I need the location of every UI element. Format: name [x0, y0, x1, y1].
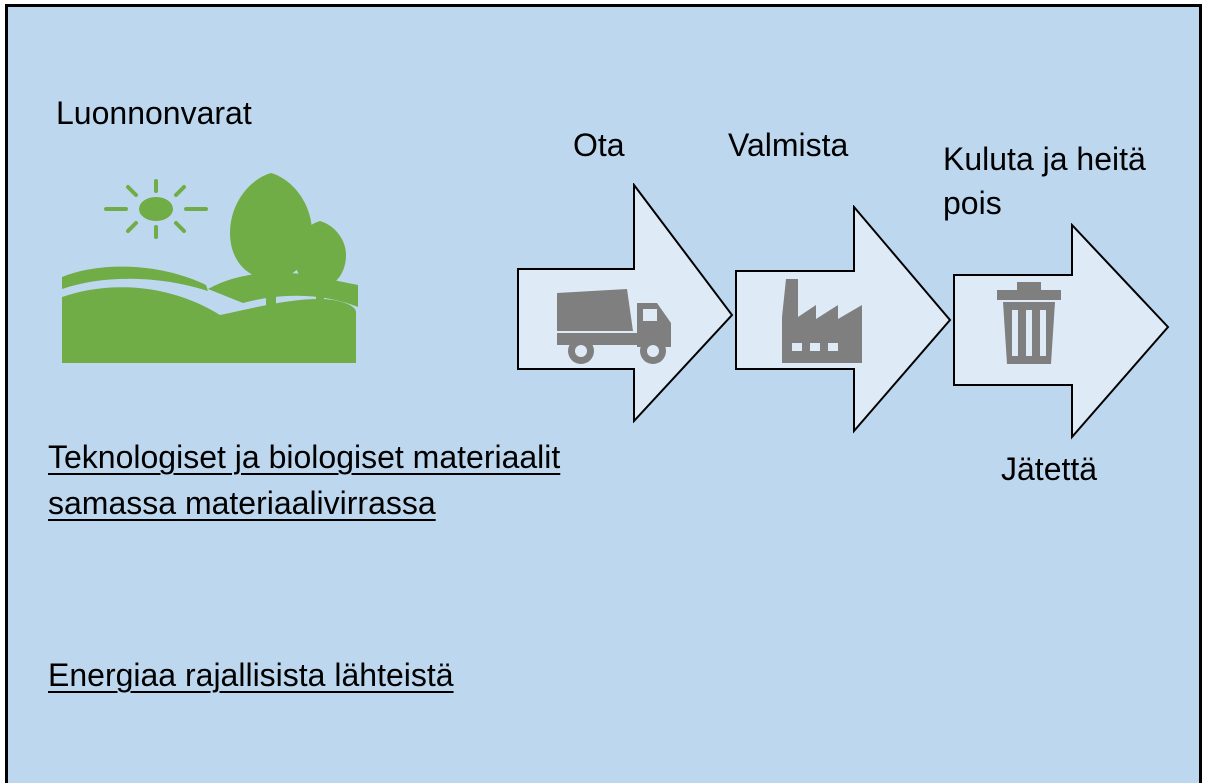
trash-can-icon — [997, 282, 1061, 364]
step-arrow-dispose — [953, 223, 1170, 440]
materials-note-line1: Teknologiset ja biologiset materiaalit — [48, 439, 561, 475]
step-label-dispose: Kuluta ja heitä — [943, 141, 1146, 177]
dump-truck-icon — [557, 289, 671, 364]
step-label-make: Valmista — [728, 127, 849, 163]
materials-note-line2: samassa materiaalivirrassa — [48, 485, 436, 521]
factory-icon — [782, 279, 862, 363]
trees-icon — [230, 173, 346, 329]
sun-icon — [104, 179, 208, 239]
step-label-take: Ota — [573, 127, 625, 163]
resources-label: Luonnonvarat — [56, 95, 252, 131]
energy-note: Energiaa rajallisista lähteistä — [48, 657, 454, 693]
step-label-dispose-line2: pois — [943, 185, 1002, 221]
diagram-panel: Luonnonvarat Ota Valmista Kuluta ja heit… — [5, 4, 1202, 783]
hills-icon — [62, 266, 358, 363]
waste-label: Jätettä — [1001, 451, 1098, 487]
nature-landscape-icon — [62, 173, 358, 363]
